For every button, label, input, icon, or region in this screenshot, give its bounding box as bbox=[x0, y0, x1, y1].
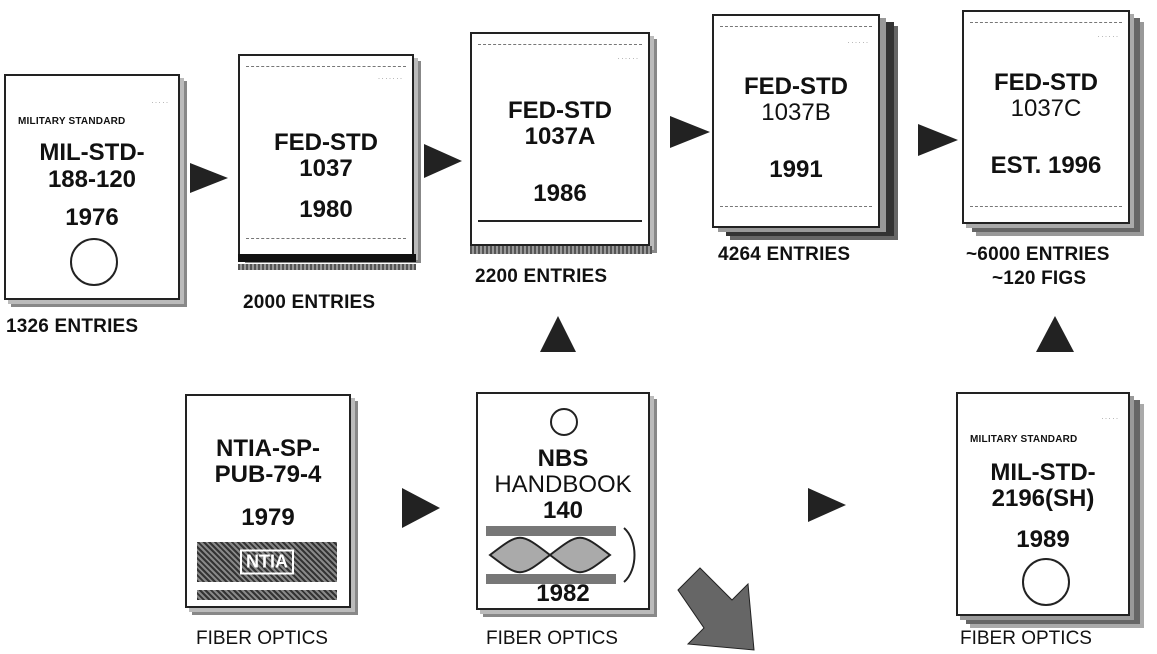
book-nbs-handbook-140: NBS HANDBOOK 140 1982 bbox=[476, 392, 650, 610]
header-rule bbox=[970, 22, 1122, 23]
small-print: · · · · · · · bbox=[378, 76, 402, 82]
book-spine-shade bbox=[238, 264, 416, 270]
book-mil-std-2196-sh: · · · · · MILITARY STANDARD MIL-STD- 219… bbox=[956, 392, 1130, 616]
book-spine bbox=[238, 254, 416, 262]
ntia-band bbox=[197, 590, 337, 600]
book-year: 1976 bbox=[6, 204, 178, 232]
book-title-line1: FED-STD bbox=[964, 70, 1128, 95]
label-fiber-optics: FIBER OPTICS bbox=[486, 628, 618, 650]
small-print: · · · · · · bbox=[848, 40, 868, 46]
book-year: 1986 bbox=[472, 180, 648, 208]
fiber-optic-illustration bbox=[486, 524, 640, 586]
label-6000-entries: ~6000 ENTRIES bbox=[966, 244, 1110, 266]
arrow-up-icon bbox=[540, 316, 576, 352]
header-rule bbox=[720, 26, 872, 27]
arrow-right-icon bbox=[190, 163, 228, 193]
book-fed-std-1037c: · · · · · · FED-STD 1037C EST. 1996 bbox=[962, 10, 1130, 224]
label-120-figs: ~120 FIGS bbox=[992, 268, 1086, 290]
label-2000-entries: 2000 ENTRIES bbox=[243, 292, 375, 314]
footer-rule bbox=[478, 220, 642, 222]
header-rule bbox=[478, 44, 642, 45]
book-fed-std-1037b: · · · · · · FED-STD 1037B 1991 bbox=[712, 14, 880, 228]
book-title-line1: FED-STD bbox=[240, 130, 412, 155]
arrow-right-icon bbox=[808, 488, 846, 522]
book-title-line1: FED-STD bbox=[714, 74, 878, 99]
book-year: EST. 1996 bbox=[964, 152, 1128, 180]
book-title-line1: MIL-STD- bbox=[958, 460, 1128, 485]
header-rule bbox=[246, 66, 406, 67]
book-ntia-sp-pub-79-4: NTIA-SP- PUB-79-4 1979 NTIA bbox=[185, 394, 351, 608]
book-title-line2: 1037A bbox=[472, 124, 648, 149]
label-fiber-optics: FIBER OPTICS bbox=[196, 628, 328, 650]
book-title-line1: MIL-STD- bbox=[6, 140, 178, 165]
arrow-right-icon bbox=[424, 144, 462, 178]
book-year: 1980 bbox=[240, 196, 412, 224]
footer-rule bbox=[970, 206, 1122, 207]
book-title-line1: NBS bbox=[478, 446, 648, 471]
arrow-right-icon bbox=[402, 488, 440, 528]
label-2200-entries: 2200 ENTRIES bbox=[475, 266, 607, 288]
book-mil-std-188-120: · · · · · MILITARY STANDARD MIL-STD- 188… bbox=[4, 74, 180, 300]
circle-emblem bbox=[1022, 558, 1070, 606]
book-year: 1991 bbox=[714, 156, 878, 184]
label-fiber-optics: FIBER OPTICS bbox=[960, 628, 1092, 650]
book-title-line2: 2196(SH) bbox=[958, 486, 1128, 511]
small-print: · · · · · bbox=[1101, 416, 1118, 422]
small-print: · · · · · bbox=[151, 100, 168, 106]
book-title-line3: 140 bbox=[478, 498, 648, 523]
book-year: 1982 bbox=[478, 580, 648, 608]
book-title-line2: PUB-79-4 bbox=[187, 462, 349, 487]
book-title-line2: 188-120 bbox=[6, 167, 178, 192]
footer-rule bbox=[246, 238, 406, 239]
book-title-line1: FED-STD bbox=[472, 98, 648, 123]
book-title-line2: 1037 bbox=[240, 156, 412, 181]
book-year: 1979 bbox=[187, 504, 349, 532]
footer-rule bbox=[720, 206, 872, 207]
book-year: 1989 bbox=[958, 526, 1128, 554]
book-spine-shade bbox=[470, 246, 652, 254]
book-title-line1: NTIA-SP- bbox=[187, 436, 349, 461]
arrow-diagonal-icon bbox=[670, 560, 770, 654]
ntia-logo-text: NTIA bbox=[240, 550, 294, 575]
circle-emblem bbox=[550, 408, 578, 436]
label-1326-entries: 1326 ENTRIES bbox=[6, 316, 138, 338]
book-title-line2: HANDBOOK bbox=[478, 472, 648, 497]
label-4264-entries: 4264 ENTRIES bbox=[718, 244, 850, 266]
arrow-right-icon bbox=[918, 124, 958, 156]
small-print: · · · · · · bbox=[1098, 34, 1118, 40]
book-header: MILITARY STANDARD bbox=[970, 434, 1077, 445]
book-fed-std-1037a: · · · · · · FED-STD 1037A 1986 bbox=[470, 32, 650, 246]
circle-emblem bbox=[70, 238, 118, 286]
book-fed-std-1037: · · · · · · · FED-STD 1037 1980 bbox=[238, 54, 414, 256]
arrow-right-icon bbox=[670, 116, 710, 148]
ntia-logo: NTIA bbox=[197, 542, 337, 582]
book-title-line2: 1037B bbox=[714, 100, 878, 125]
book-title-line2: 1037C bbox=[964, 96, 1128, 121]
book-header: MILITARY STANDARD bbox=[18, 116, 125, 127]
small-print: · · · · · · bbox=[618, 56, 638, 62]
arrow-up-icon bbox=[1036, 316, 1074, 352]
